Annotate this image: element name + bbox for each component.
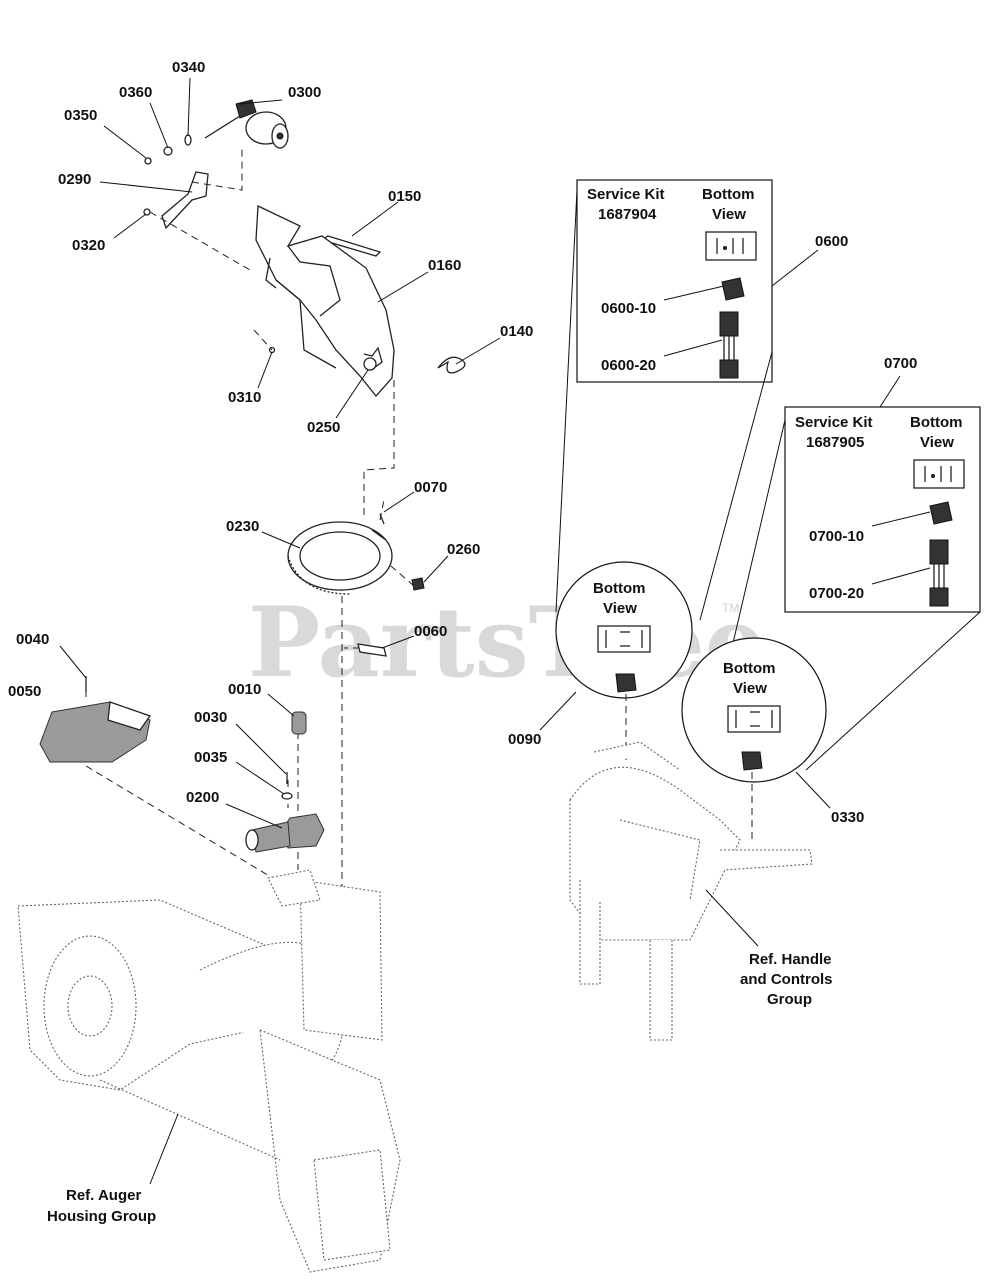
label-0320: 0320 xyxy=(72,237,105,254)
label-0700-10: 0700-10 xyxy=(809,528,864,545)
kit-0600-view: View xyxy=(712,206,746,223)
label-0600-20: 0600-20 xyxy=(601,357,656,374)
label-0700-20: 0700-20 xyxy=(809,585,864,602)
label-0150: 0150 xyxy=(388,188,421,205)
label-0010: 0010 xyxy=(228,681,261,698)
watermark-tm: TM xyxy=(722,601,739,615)
label-0350: 0350 xyxy=(64,107,97,124)
callout-0090-bottom: Bottom xyxy=(593,580,646,597)
lock-washer-0360[interactable] xyxy=(163,146,173,156)
label-0140: 0140 xyxy=(500,323,533,340)
label-0290: 0290 xyxy=(58,171,91,188)
rotation-motor-0200[interactable] xyxy=(245,813,325,853)
label-0160: 0160 xyxy=(428,257,461,274)
label-0600: 0600 xyxy=(815,233,848,250)
star-0250[interactable] xyxy=(363,357,377,371)
switch-0330[interactable] xyxy=(741,751,763,771)
label-0700: 0700 xyxy=(884,355,917,372)
ref-handle-line2: and Controls xyxy=(740,971,833,988)
switch-0600-10[interactable] xyxy=(721,277,745,301)
washer-0340[interactable] xyxy=(184,134,192,146)
ref-auger-line1: Ref. Auger xyxy=(66,1187,141,1204)
switch-0090[interactable] xyxy=(615,673,637,693)
washer-0035[interactable] xyxy=(281,792,293,800)
label-0090: 0090 xyxy=(508,731,541,748)
chute-tilt-motor-0300[interactable] xyxy=(204,99,289,149)
nut-0260[interactable] xyxy=(411,577,425,591)
ref-handle-line3: Group xyxy=(767,991,812,1008)
ref-handle-line1: Ref. Handle xyxy=(749,951,832,968)
handle-controls-ref xyxy=(569,741,813,1041)
kit-0700-service-kit: Service Kit xyxy=(795,414,873,431)
label-0200: 0200 xyxy=(186,789,219,806)
label-0060: 0060 xyxy=(414,623,447,640)
kit-0600-number: 1687904 xyxy=(598,206,657,223)
label-0260: 0260 xyxy=(447,541,480,558)
label-0050: 0050 xyxy=(8,683,41,700)
clip-0060[interactable] xyxy=(357,643,387,657)
kit-0700-bottom: Bottom xyxy=(910,414,963,431)
kit-0700-bottom-view-icon xyxy=(913,459,965,489)
auger-housing-ref xyxy=(17,869,401,1273)
label-0330: 0330 xyxy=(831,809,864,826)
callout-0090-bottom-view-icon xyxy=(597,625,651,653)
callout-0330-bottom: Bottom xyxy=(723,660,776,677)
switch-0700-10[interactable] xyxy=(929,501,953,525)
nut-0350[interactable] xyxy=(144,157,152,165)
label-0070: 0070 xyxy=(414,479,447,496)
label-0340: 0340 xyxy=(172,59,205,76)
callout-0330-bottom-view-icon xyxy=(727,705,781,733)
knob-0010[interactable] xyxy=(291,711,307,735)
label-0250: 0250 xyxy=(307,419,340,436)
harness-0600-20[interactable] xyxy=(719,311,739,379)
label-0600-10: 0600-10 xyxy=(601,300,656,317)
chute-ring-0230[interactable] xyxy=(287,521,393,595)
label-0035: 0035 xyxy=(194,749,227,766)
screw-0070[interactable] xyxy=(379,513,385,525)
label-0310: 0310 xyxy=(228,389,261,406)
bracket-0290[interactable] xyxy=(161,171,209,230)
callout-0090-view: View xyxy=(603,600,637,617)
label-0230: 0230 xyxy=(226,518,259,535)
kit-0700-number: 1687905 xyxy=(806,434,864,451)
ref-auger-line2: Housing Group xyxy=(47,1208,156,1225)
chute-deflector-0160[interactable] xyxy=(255,204,395,398)
callout-0330-view: View xyxy=(733,680,767,697)
kit-0600-bottom: Bottom xyxy=(702,186,755,203)
kit-0600-service-kit: Service Kit xyxy=(587,186,665,203)
label-0030: 0030 xyxy=(194,709,227,726)
kit-0600-bottom-view-icon xyxy=(705,231,757,261)
harness-0700-20[interactable] xyxy=(929,539,949,607)
gear-cover-0050[interactable] xyxy=(39,701,152,763)
screw-0320[interactable] xyxy=(143,208,151,216)
label-0040: 0040 xyxy=(16,631,49,648)
kit-0700-view: View xyxy=(920,434,954,451)
label-0360: 0360 xyxy=(119,84,152,101)
label-0300: 0300 xyxy=(288,84,321,101)
clip-0140[interactable] xyxy=(437,356,466,374)
